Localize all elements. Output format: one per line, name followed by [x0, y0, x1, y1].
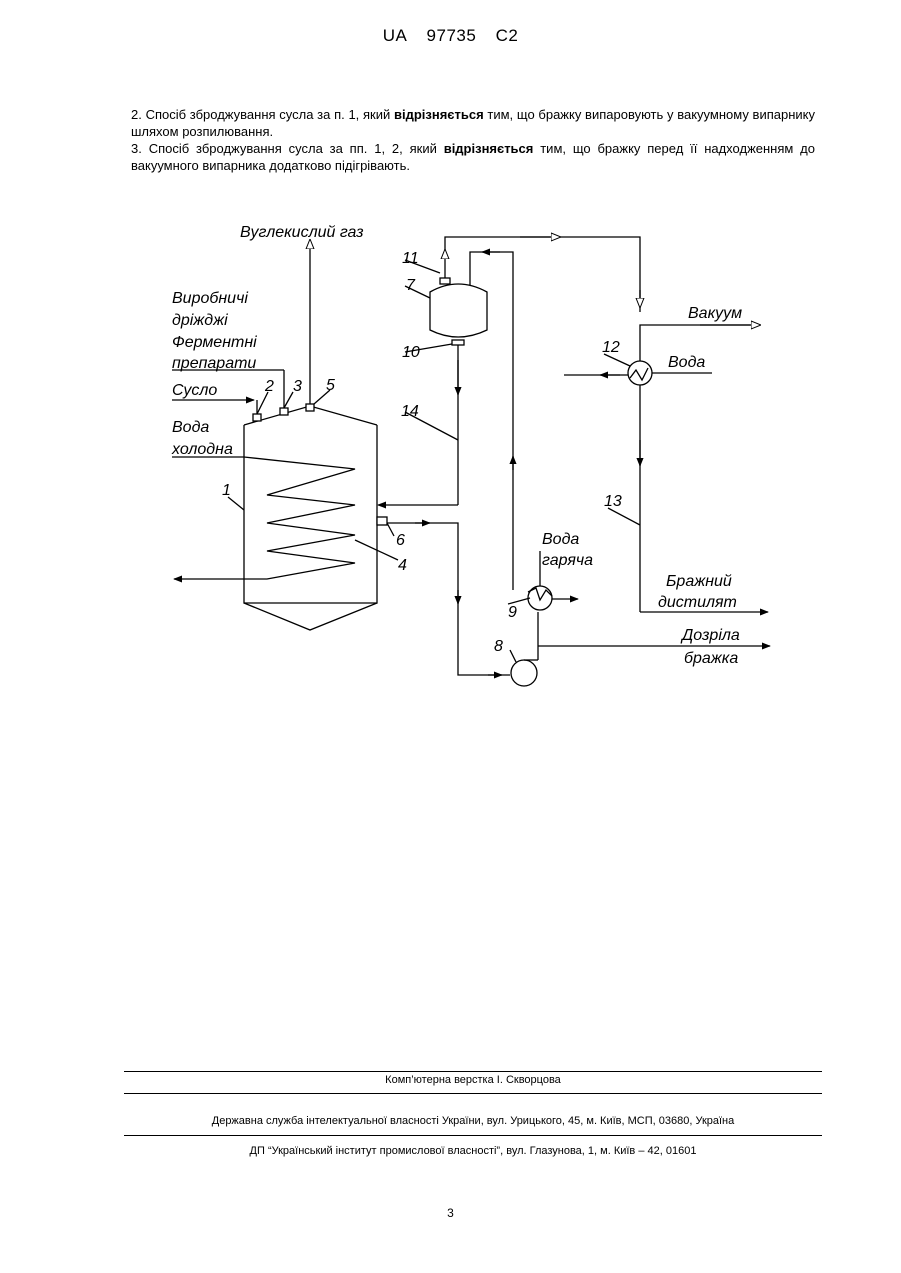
number-13: 13: [604, 493, 622, 510]
label-cold-water-2: холодна: [171, 441, 233, 458]
number-14: 14: [401, 403, 419, 420]
label-hot-water-1: Вода: [542, 531, 579, 548]
label-mash-2: бражка: [684, 650, 738, 667]
number-12: 12: [602, 339, 620, 356]
label-vacuum: Вакуум: [688, 305, 742, 322]
number-2: 2: [264, 378, 274, 395]
label-water: Вода: [668, 354, 705, 371]
label-enzymes-2: препарати: [172, 355, 256, 372]
number-4: 4: [398, 557, 407, 574]
page-number: 3: [0, 1206, 901, 1220]
cooling-coil-4: [244, 457, 355, 579]
footer-rule-3: [124, 1135, 822, 1136]
label-hot-water-2: гаряча: [542, 552, 593, 569]
fermenter-1: [244, 404, 387, 630]
footer-institute: ДП “Український інститут промислової вла…: [124, 1145, 822, 1157]
label-co2: Вуглекислий газ: [240, 224, 364, 241]
number-6: 6: [396, 532, 405, 549]
vacuum-evaporator-7: [430, 278, 487, 345]
label-distillate-2: дистилят: [658, 594, 737, 611]
pump-8: [511, 660, 538, 686]
label-yeast-2: дріжджі: [172, 312, 228, 329]
label-enzymes-1: Ферментні: [172, 334, 257, 351]
label-distillate-1: Бражний: [666, 573, 732, 590]
number-11: 11: [402, 250, 419, 267]
label-wort: Сусло: [172, 382, 217, 399]
number-10: 10: [402, 344, 420, 361]
heater-9: [528, 586, 552, 610]
number-5: 5: [326, 377, 335, 394]
label-cold-water-1: Вода: [172, 419, 209, 436]
label-mash-1: Дозріла: [680, 627, 740, 644]
condenser-12: [628, 361, 652, 385]
process-diagram: Вуглекислий газ Виробничі дріжджі Фермен…: [0, 0, 901, 720]
footer-layout: Комп’ютерна верстка І. Скворцова: [124, 1074, 822, 1086]
label-yeast-1: Виробничі: [172, 290, 248, 307]
footer-rule-2: [124, 1093, 822, 1094]
number-7: 7: [406, 277, 416, 294]
number-9: 9: [508, 604, 517, 621]
footer-service: Державна служба інтелектуальної власност…: [124, 1115, 822, 1127]
footer-rule-1: [124, 1071, 822, 1072]
number-8: 8: [494, 638, 503, 655]
number-1: 1: [222, 482, 231, 499]
number-3: 3: [293, 378, 302, 395]
